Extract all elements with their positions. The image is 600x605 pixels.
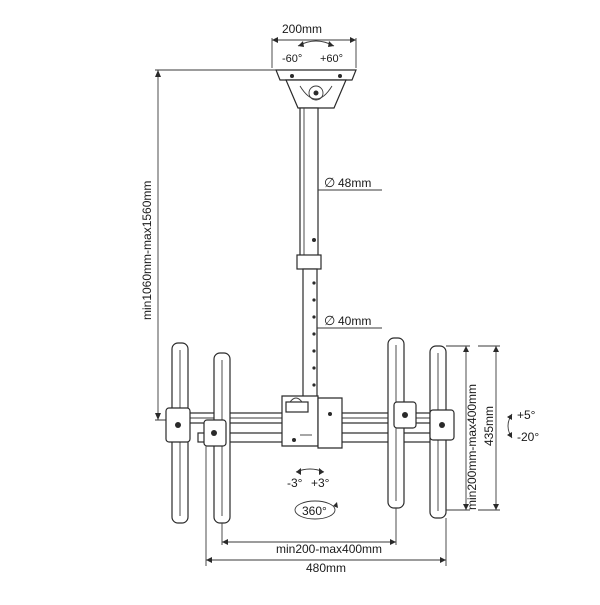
- swivel-right-label: +60°: [320, 53, 343, 65]
- plate-width-dimension: [271, 37, 357, 68]
- plate-width-label: 200mm: [282, 22, 322, 36]
- bracket-height-label: 435mm: [482, 406, 496, 446]
- bracket-height-dimension: [478, 345, 500, 511]
- bracket-far-right: [429, 345, 455, 519]
- tilt-up-label: +5°: [517, 408, 536, 422]
- level-right-label: +3°: [311, 476, 330, 490]
- vesa-vertical-dimension: [446, 345, 470, 511]
- upper-diameter-symbol: ∅: [324, 175, 335, 190]
- bracket-far-left: [165, 342, 191, 524]
- lower-pole: [302, 238, 318, 400]
- tilt-arrow-icon: [507, 413, 513, 439]
- level-arrow-icon: [295, 468, 325, 475]
- ceiling-plate: [275, 69, 357, 109]
- overall-width-label: 480mm: [306, 561, 346, 575]
- bracket-inner-right: [387, 337, 417, 509]
- upper-pole: [296, 107, 322, 270]
- vesa-horizontal-dimension: [221, 508, 397, 545]
- center-head-unit: [281, 395, 343, 449]
- total-height-label: min1060mm-max1560mm: [140, 181, 154, 320]
- level-left-label: -3°: [287, 476, 303, 490]
- lower-diameter-symbol: ∅: [324, 313, 335, 328]
- swivel-left-label: -60°: [282, 53, 302, 65]
- rotation-label: 360°: [302, 504, 327, 518]
- rotation-badge-icon: [294, 500, 338, 520]
- upper-diameter-label: 48mm: [338, 176, 371, 190]
- vesa-vertical-label: min200mm-max400mm: [465, 384, 479, 510]
- bracket-inner-left: [203, 352, 231, 524]
- tilt-down-label: -20°: [517, 430, 539, 444]
- lower-diameter-label: 40mm: [338, 314, 371, 328]
- overall-width-dimension: [205, 446, 447, 566]
- swivel-arrow-icon: [297, 40, 335, 47]
- vesa-horizontal-label: min200-max400mm: [276, 542, 382, 556]
